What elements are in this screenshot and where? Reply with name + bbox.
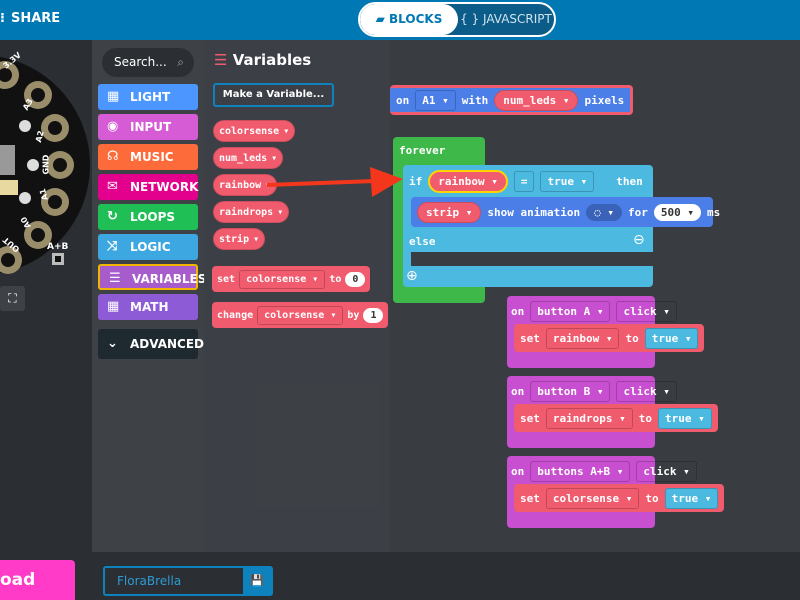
category-input[interactable]: ◉INPUT (98, 114, 198, 140)
category-light[interactable]: ▦LIGHT (98, 84, 198, 110)
chevron-down-icon: ⌄ (107, 336, 118, 351)
else-label: else (409, 234, 436, 248)
variable-block-num_leds[interactable]: num_leds ▾ (213, 147, 284, 169)
fullscreen-button[interactable]: ⛶ (0, 286, 25, 311)
arrow-annotation (266, 167, 403, 197)
remove-else-icon[interactable]: ⊖ (633, 232, 645, 248)
category-advanced[interactable]: ⌄ADVANCED (98, 329, 204, 359)
headphones-icon: ☊ (107, 149, 119, 164)
category-variables[interactable]: ☰VARIABLES (98, 264, 206, 290)
tab-javascript[interactable]: { } JAVASCRIPT (460, 12, 552, 26)
search-icon: ⌕ (177, 55, 184, 69)
variables-flyout: ☰ Variables Make a Variable... colorsens… (204, 40, 390, 552)
ab-button-label: A+B (47, 242, 69, 252)
category-math[interactable]: ▦MATH (98, 294, 198, 320)
category-network[interactable]: ✉NETWORK (98, 174, 198, 200)
tab-blocks[interactable]: ▰ BLOCKS (360, 4, 458, 35)
chat-icon: ✉ (107, 179, 118, 194)
list-icon: ☰ (109, 271, 121, 286)
share-icon: ⁝ (0, 11, 5, 26)
target-icon: ◉ (107, 119, 119, 134)
variable-block-colorsense[interactable]: colorsense ▾ (213, 120, 296, 142)
refresh-icon: ↻ (107, 209, 118, 224)
search-input[interactable]: Search...⌕ (102, 48, 194, 77)
list-icon: ☰ (214, 51, 228, 69)
project-name-field[interactable]: FloraBrella💾 (103, 566, 273, 596)
add-else-icon[interactable]: ⊕ (406, 268, 418, 284)
variable-block-strip[interactable]: strip ▾ (213, 228, 266, 250)
share-button[interactable]: ⁝SHARE (0, 11, 61, 26)
download-button[interactable]: oad (0, 560, 75, 600)
animation-picker[interactable]: ◌ ▾ (586, 203, 622, 221)
editor-toggle: ▰ BLOCKS { } JAVASCRIPT (358, 2, 556, 37)
save-icon[interactable]: 💾 (243, 568, 271, 594)
grid-icon: ▦ (107, 89, 120, 104)
else-slot (411, 252, 653, 266)
category-logic[interactable]: ⤨LOGIC (98, 234, 198, 260)
pin-label: GND (41, 154, 51, 175)
calculator-icon: ▦ (107, 299, 120, 314)
shuffle-icon: ⤨ (107, 239, 118, 254)
flyout-title: Variables (232, 51, 312, 69)
variable-block-raindrops[interactable]: raindrops ▾ (213, 201, 290, 223)
category-loops[interactable]: ↻LOOPS (98, 204, 198, 230)
simulator: A3 A2 GND A1 A0 3.3V OUT A+B ⛶ (0, 40, 92, 560)
category-music[interactable]: ☊MUSIC (98, 144, 198, 170)
make-variable-button[interactable]: Make a Variable... (213, 83, 334, 107)
